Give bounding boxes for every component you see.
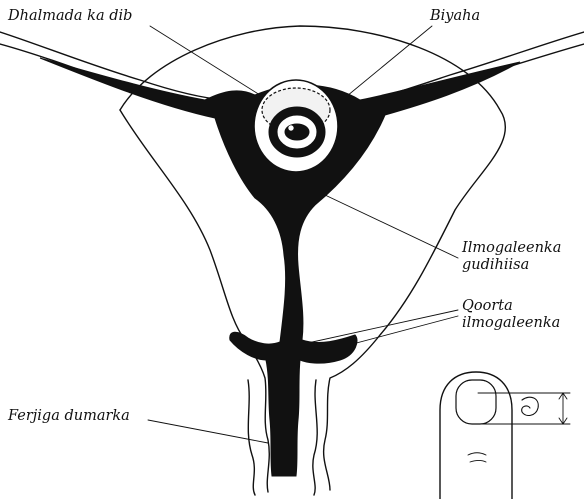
label-vagina: Ferjiga dumarka — [8, 408, 130, 425]
vagina-wall-right — [313, 380, 317, 495]
embryo-cluster — [254, 80, 338, 172]
finger-knuckle-mark — [468, 453, 486, 462]
leader-lining — [325, 195, 458, 258]
embryo-dot — [288, 125, 294, 131]
label-vagina-text: Ferjiga dumarka — [8, 408, 130, 425]
tube-left-outer — [0, 32, 225, 100]
label-fertilized-ovum-text: Dhalmada ka dib — [8, 8, 132, 25]
label-uterine-lining: Ilmogaleenka gudihiisa — [462, 240, 561, 274]
label-embryo-text: Biyaha — [430, 8, 480, 25]
label-uterine-lining-line2: gudihiisa — [462, 257, 561, 274]
label-uterine-lining-line1: Ilmogaleenka — [462, 240, 561, 257]
label-embryo: Biyaha — [430, 8, 480, 25]
vagina-wall-left — [248, 380, 255, 495]
tube-right-outer — [375, 32, 584, 98]
leader-vagina — [148, 420, 268, 443]
fingernail — [456, 380, 496, 424]
label-fertilized-ovum: Dhalmada ka dib — [8, 8, 132, 25]
label-cervix-line1: Qoorta — [462, 298, 560, 315]
label-cervix-line2: ilmogaleenka — [462, 315, 560, 332]
fingertip-scale — [440, 372, 570, 499]
scale-embryo-sketch — [522, 397, 539, 415]
finger-outline — [440, 372, 512, 499]
label-cervix: Qoorta ilmogaleenka — [462, 298, 560, 332]
